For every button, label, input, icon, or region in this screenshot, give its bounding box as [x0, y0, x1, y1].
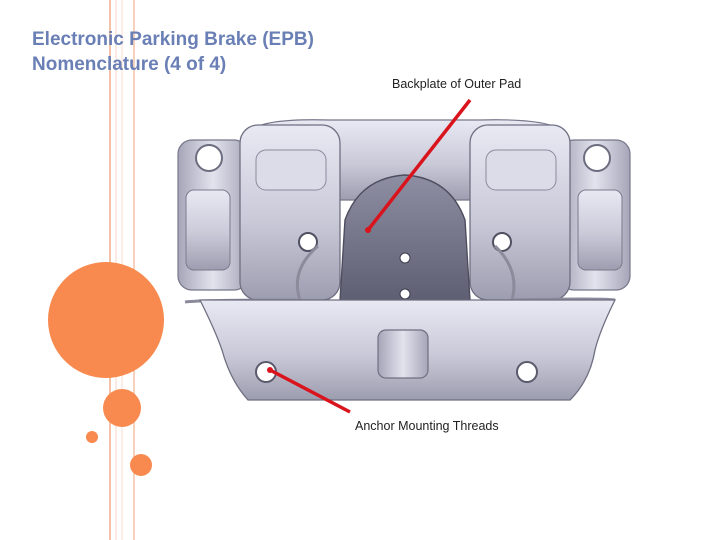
- callout-backplate: Backplate of Outer Pad: [392, 77, 522, 91]
- decor-large-circle: [48, 262, 164, 378]
- caliper-right-ear: [559, 139, 631, 291]
- slide-title: Electronic Parking Brake (EPB) Nomenclat…: [32, 27, 314, 77]
- title-line-1: Electronic Parking Brake (EPB): [32, 29, 314, 50]
- decor-tiny-circle: [86, 431, 98, 443]
- arrow-backplate: [366, 98, 472, 232]
- decor-small-circle: [130, 454, 152, 476]
- decor-medium-circle: [103, 389, 141, 427]
- callout-anchor: Anchor Mounting Threads: [355, 419, 499, 433]
- anchor-mounting-hole-right: [516, 361, 538, 383]
- caliper-left-ear: [177, 139, 249, 291]
- arrow-anchor: [269, 368, 351, 414]
- title-line-2: Nomenclature (4 of 4): [32, 54, 227, 75]
